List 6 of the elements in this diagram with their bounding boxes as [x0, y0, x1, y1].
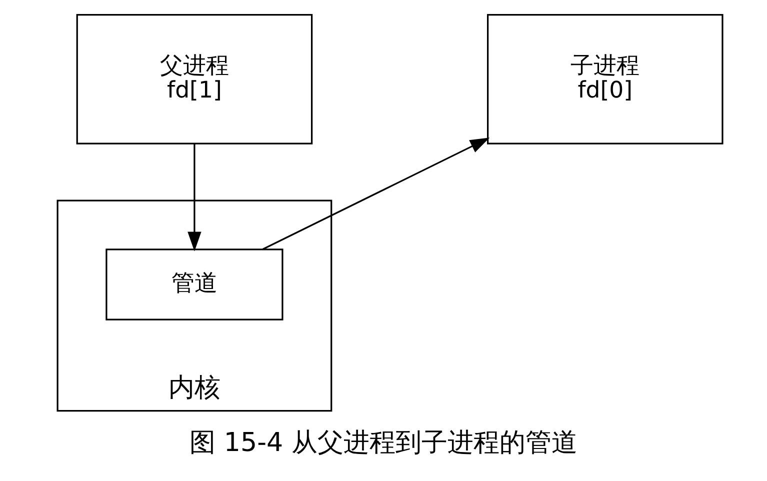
arrow — [262, 138, 490, 250]
caption: 图 15-4 从父进程到子进程的管道 — [190, 428, 578, 458]
arrow — [188, 144, 202, 252]
node-box: 子进程 fd[0] — [486, 14, 724, 144]
node-box: 父进程 fd[1] — [76, 14, 313, 144]
node-box: 管道 — [106, 248, 284, 320]
